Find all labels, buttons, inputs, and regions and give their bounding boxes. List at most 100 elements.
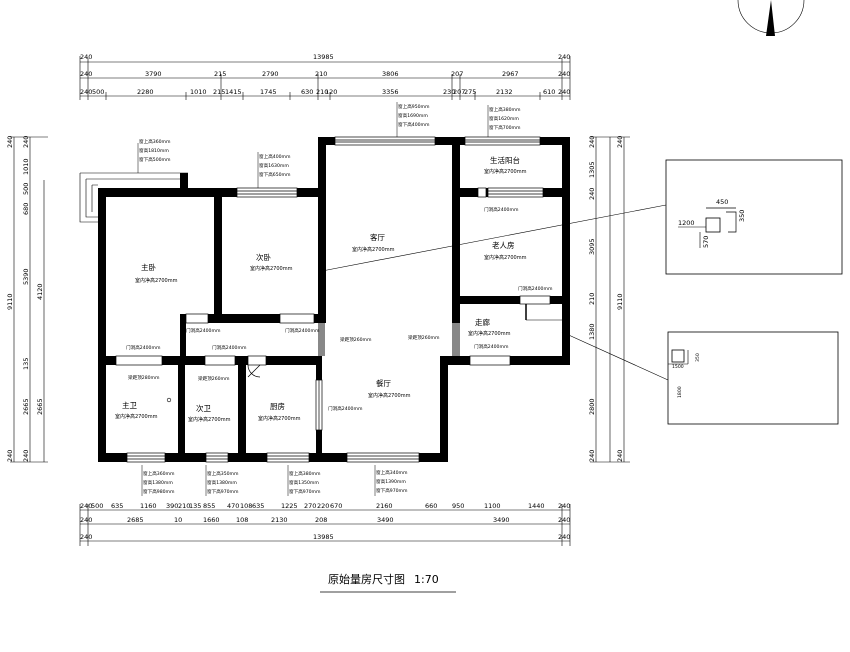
bottom-dimensions <box>79 504 571 546</box>
room-balcony: 生活阳台 <box>490 155 520 165</box>
room-living: 客厅 <box>370 232 385 242</box>
svg-text:窗高1810mm: 窗高1810mm <box>139 147 169 154</box>
svg-text:240: 240 <box>22 450 30 462</box>
svg-text:210: 210 <box>588 293 596 305</box>
detail2-c: 1800 <box>677 386 683 398</box>
svg-text:窗上高380mm: 窗上高380mm <box>289 470 321 477</box>
svg-text:1160: 1160 <box>140 502 157 510</box>
svg-text:3490: 3490 <box>377 516 394 524</box>
svg-text:窗上高360mm: 窗上高360mm <box>139 138 171 145</box>
svg-text:窗高1380mm: 窗高1380mm <box>207 479 237 486</box>
svg-text:窗上高350mm: 窗上高350mm <box>207 470 239 477</box>
svg-text:1660: 1660 <box>203 516 220 524</box>
detail1-c: 350 <box>738 210 746 222</box>
svg-text:500: 500 <box>91 502 103 510</box>
svg-text:680: 680 <box>22 203 30 215</box>
svg-text:1305: 1305 <box>588 161 596 178</box>
svg-text:1440: 1440 <box>528 502 545 510</box>
svg-text:窗高1380mm: 窗高1380mm <box>143 479 173 486</box>
compass-icon <box>737 0 805 36</box>
svg-text:3806: 3806 <box>382 70 399 78</box>
wall <box>452 296 570 304</box>
detail2-a: 1500 <box>672 364 684 370</box>
window <box>126 452 166 463</box>
svg-text:2800: 2800 <box>588 398 596 415</box>
door-opening <box>477 187 487 198</box>
svg-text:210: 210 <box>178 502 190 510</box>
wall <box>180 314 186 365</box>
svg-text:2685: 2685 <box>127 516 144 524</box>
top-dimensions <box>79 56 571 100</box>
svg-text:门洞高2400mm: 门洞高2400mm <box>126 344 161 351</box>
svg-text:13985: 13985 <box>313 533 334 541</box>
svg-text:635: 635 <box>252 502 264 510</box>
svg-text:240: 240 <box>80 516 92 524</box>
svg-text:窗高1620mm: 窗高1620mm <box>489 115 519 122</box>
top-dim-labels: 240 13985 240 240 3790 215 2790 210 3806… <box>80 53 570 96</box>
wall <box>562 137 570 365</box>
svg-text:室内净高2700mm: 室内净高2700mm <box>135 277 178 284</box>
svg-text:室内净高2700mm: 室内净高2700mm <box>258 415 301 422</box>
svg-text:门洞高2400mm: 门洞高2400mm <box>186 327 221 334</box>
svg-text:135: 135 <box>189 502 201 510</box>
svg-text:2130: 2130 <box>271 516 288 524</box>
svg-text:窗上高400mm: 窗上高400mm <box>259 153 291 160</box>
svg-text:2280: 2280 <box>137 88 154 96</box>
svg-text:梁距顶260mm: 梁距顶260mm <box>198 375 230 382</box>
svg-text:10: 10 <box>174 516 182 524</box>
detail1-b: 1200 <box>678 219 695 227</box>
svg-text:2665: 2665 <box>36 398 44 415</box>
svg-text:室内净高2700mm: 室内净高2700mm <box>468 330 511 337</box>
svg-text:240: 240 <box>6 450 14 462</box>
svg-text:4120: 4120 <box>36 283 44 300</box>
svg-text:1225: 1225 <box>281 502 298 510</box>
svg-text:1745: 1745 <box>260 88 277 96</box>
svg-text:室内净高2700mm: 室内净高2700mm <box>484 168 527 175</box>
svg-text:210: 210 <box>316 88 328 96</box>
svg-text:230: 230 <box>443 88 455 96</box>
svg-text:240: 240 <box>558 516 570 524</box>
svg-text:660: 660 <box>425 502 437 510</box>
door-opening <box>247 355 267 366</box>
svg-text:室内净高2700mm: 室内净高2700mm <box>188 416 231 423</box>
wall <box>214 188 222 323</box>
svg-text:3095: 3095 <box>588 238 596 255</box>
svg-text:3490: 3490 <box>493 516 510 524</box>
door-opening <box>185 313 209 324</box>
svg-text:9110: 9110 <box>6 293 14 310</box>
svg-text:500: 500 <box>92 88 104 96</box>
svg-text:240: 240 <box>80 502 92 510</box>
detail2-b: 350 <box>695 353 701 362</box>
svg-text:门洞高2400mm: 门洞高2400mm <box>518 285 553 292</box>
svg-text:240: 240 <box>80 88 92 96</box>
svg-text:215: 215 <box>213 88 225 96</box>
svg-text:670: 670 <box>330 502 342 510</box>
top-total-mid: 13985 <box>313 53 334 61</box>
drain-icon <box>166 397 172 403</box>
svg-text:275: 275 <box>464 88 476 96</box>
detail1-d: 570 <box>702 236 710 248</box>
svg-text:240: 240 <box>588 188 596 200</box>
svg-text:1010: 1010 <box>22 158 30 175</box>
svg-text:窗上高360mm: 窗上高360mm <box>143 470 175 477</box>
svg-text:610: 610 <box>543 88 555 96</box>
svg-text:2132: 2132 <box>496 88 513 96</box>
svg-text:窗高1690mm: 窗高1690mm <box>398 112 428 119</box>
bottom-dim-labels: 240 500 635 1160 390 210 135 855 470 108… <box>80 502 570 541</box>
wall <box>98 196 106 462</box>
title-text: 原始量房尺寸图 <box>328 572 405 586</box>
window <box>266 452 310 463</box>
left-dimensions <box>10 136 48 463</box>
svg-text:梁距顶260mm: 梁距顶260mm <box>408 334 440 341</box>
svg-text:207: 207 <box>451 70 463 78</box>
svg-text:窗下高400mm: 窗下高400mm <box>398 121 430 128</box>
svg-text:室内净高2700mm: 室内净高2700mm <box>250 265 293 272</box>
svg-text:门洞高2400mm: 门洞高2400mm <box>285 327 320 334</box>
door-opening <box>469 355 511 366</box>
wall <box>318 137 570 145</box>
svg-text:270: 270 <box>304 502 316 510</box>
detail-box-1: 450 1200 350 570 <box>321 159 843 275</box>
left-dim-labels: 240 9110 240 240 1010 500 680 5390 135 2… <box>6 136 44 462</box>
door-opening <box>115 355 163 366</box>
room-second-bath: 次卫 <box>196 403 211 413</box>
